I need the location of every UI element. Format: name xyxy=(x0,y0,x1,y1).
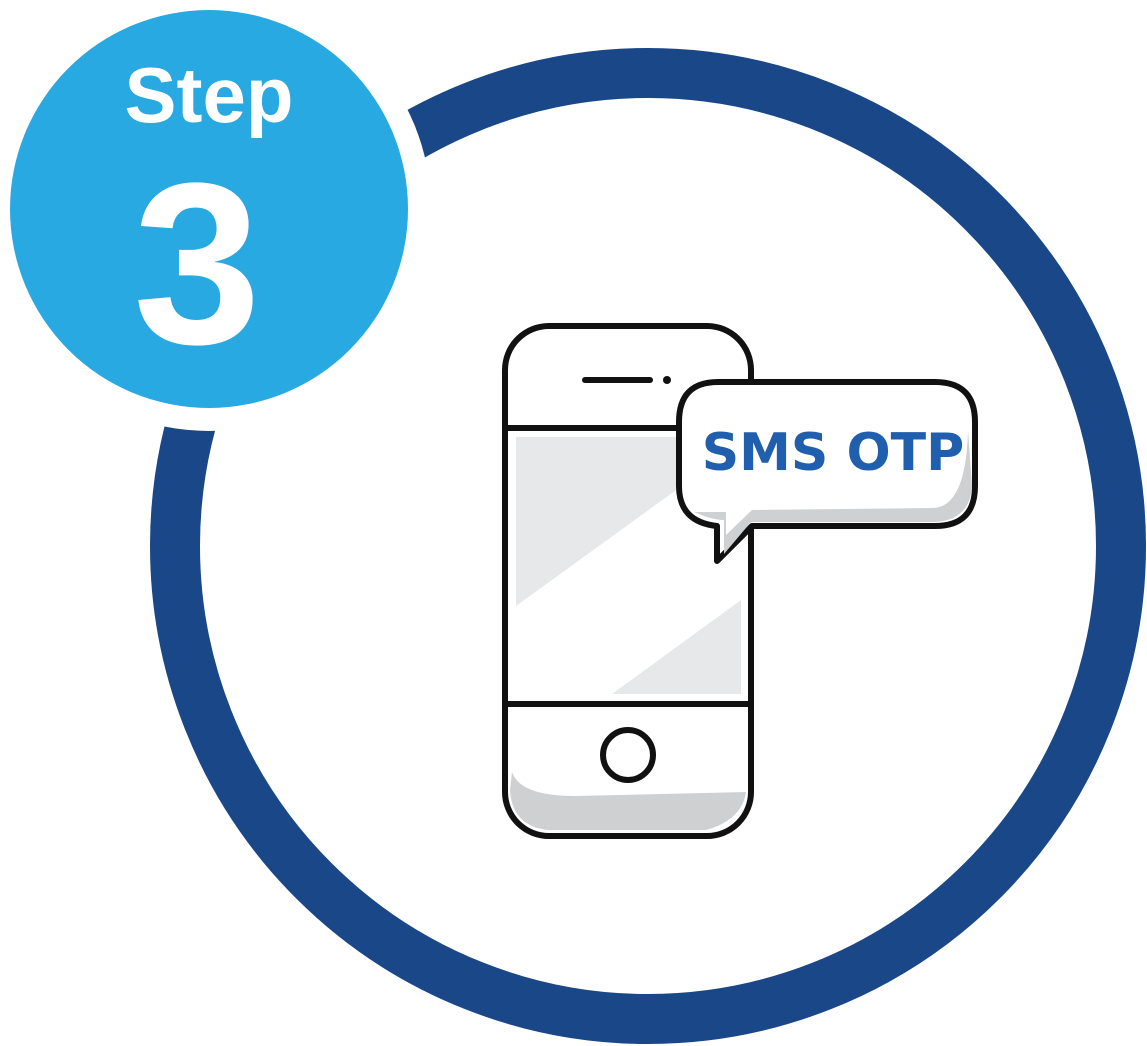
phone-bottom-shadow xyxy=(510,772,746,830)
speech-bubble-icon: SMS OTP xyxy=(676,379,978,564)
step-badge-icon: Step 3 xyxy=(10,10,408,408)
screen-reflection-bottom xyxy=(612,600,741,694)
home-button-icon xyxy=(600,727,656,783)
screen-reflection-top xyxy=(516,437,690,606)
bubble-text: SMS OTP xyxy=(702,423,965,483)
step-badge-circle xyxy=(10,10,408,408)
camera-dot xyxy=(663,376,671,384)
step-number: 3 xyxy=(133,135,261,392)
progress-ring-icon xyxy=(150,48,1146,1044)
step-label: Step xyxy=(124,51,293,139)
